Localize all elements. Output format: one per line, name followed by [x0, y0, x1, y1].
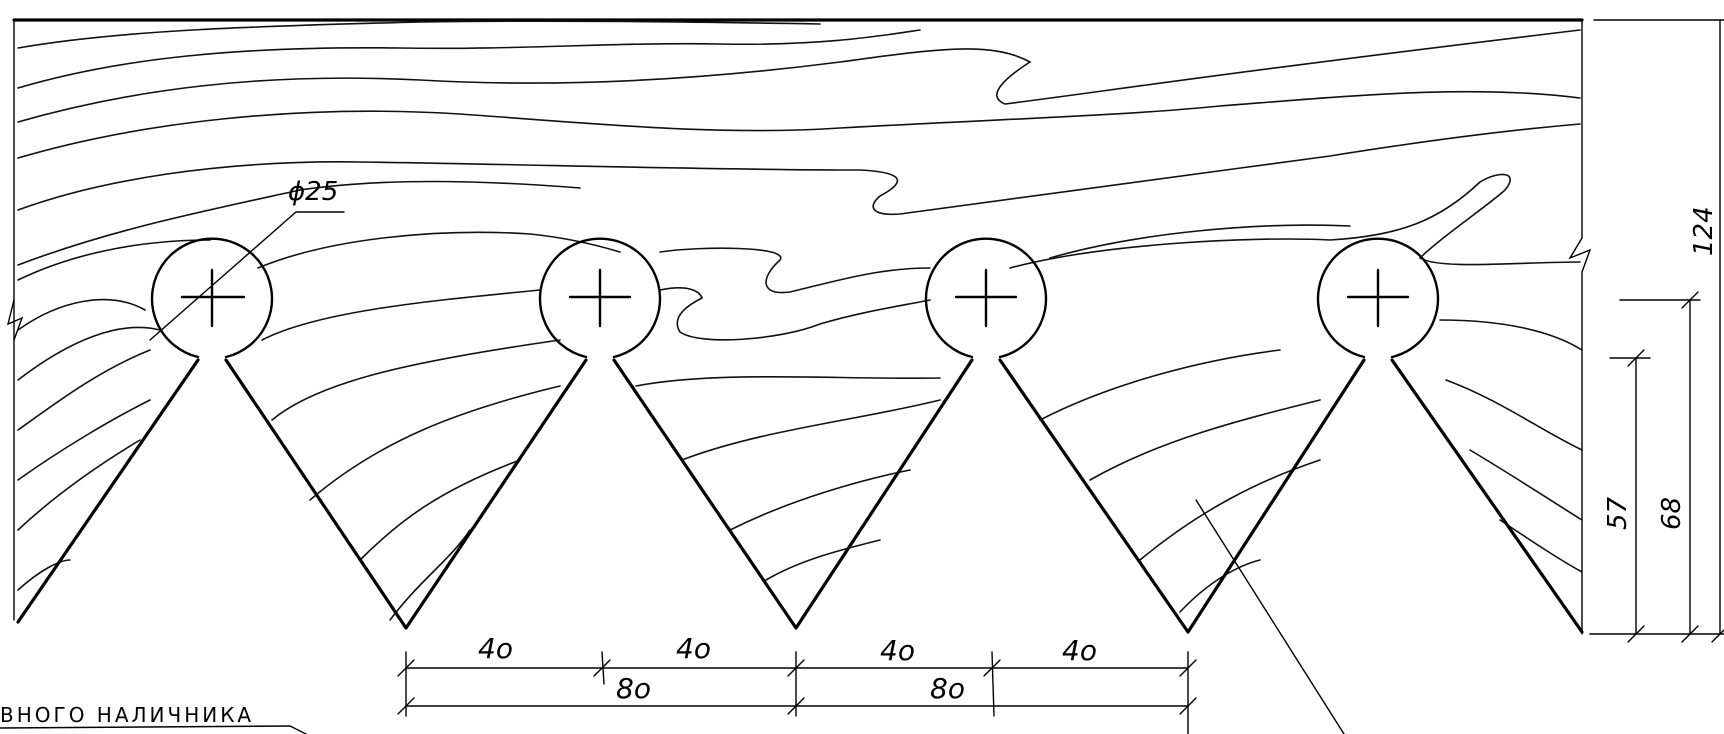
tooth-edge	[224, 358, 588, 630]
hole-2	[538, 237, 662, 359]
caption-block: ВНОГО НАЛИЧНИКА	[0, 703, 307, 734]
tooth-edge	[998, 358, 1366, 634]
grain-line	[261, 289, 541, 341]
hole-circle	[924, 237, 1048, 359]
caption-leader	[289, 725, 307, 734]
grain-line	[1469, 449, 1583, 521]
grain-line	[17, 298, 146, 331]
board-outline	[6, 18, 1592, 635]
dim-tick	[787, 697, 805, 715]
dim-tick	[397, 697, 415, 715]
grain-line	[729, 469, 911, 531]
dim-tick	[787, 659, 805, 677]
grain-line	[17, 349, 151, 431]
dim-tick	[1179, 697, 1197, 715]
hole-4	[1316, 237, 1440, 359]
dim-ext-line	[601, 651, 605, 685]
break-mark-left	[6, 299, 24, 341]
hole-circle	[150, 237, 274, 359]
grain-line	[681, 399, 941, 461]
dim-tick	[1681, 291, 1699, 309]
grain-line	[1049, 224, 1351, 259]
grain-line	[1009, 173, 1581, 269]
vertical-dimensions: 57 68 124	[1589, 19, 1724, 643]
dim-label-80: 8o	[616, 672, 651, 705]
grain-line	[299, 180, 581, 191]
grain-line	[17, 189, 301, 266]
dim-tick	[1627, 349, 1645, 367]
dim-label-80: 8o	[930, 672, 965, 705]
wood-grain	[17, 20, 1583, 621]
dim-label-40: 4o	[478, 632, 513, 665]
grain-line	[765, 539, 881, 581]
dim-tick	[983, 659, 1001, 677]
tooth-edge	[612, 358, 974, 630]
grain-line	[1439, 319, 1583, 351]
dim-tick	[1711, 629, 1724, 643]
dim-label-68: 68	[1657, 497, 1687, 530]
tooth-edge	[1390, 358, 1584, 634]
grain-line	[1139, 459, 1321, 561]
grain-line	[17, 90, 1581, 159]
tooth-cuts	[16, 358, 1584, 634]
grain-line	[1499, 519, 1583, 573]
hole-3	[924, 237, 1048, 359]
dim-tick	[397, 659, 415, 677]
hole-1	[150, 237, 274, 359]
grain-line	[17, 326, 161, 381]
tooth-edge	[16, 358, 200, 624]
dim-label-124: 124	[1689, 206, 1719, 256]
grain-line	[17, 239, 211, 281]
grain-line	[1179, 559, 1261, 613]
dim-label-57: 57	[1603, 496, 1633, 530]
grain-line	[17, 399, 151, 481]
diameter-callout: ϕ25	[149, 177, 345, 341]
grain-line	[257, 231, 621, 269]
caption-text: ВНОГО НАЛИЧНИКА	[0, 703, 254, 727]
hole-circle	[1316, 237, 1440, 359]
dim-label-40: 4o	[880, 634, 915, 667]
holes	[150, 237, 1440, 359]
grain-line	[1039, 349, 1281, 421]
grain-line	[389, 529, 471, 621]
grain-line	[17, 439, 141, 531]
grain-line	[635, 375, 941, 387]
grain-line	[17, 29, 1581, 123]
caption-underline	[0, 725, 291, 729]
section-leader-line	[1195, 499, 1345, 734]
hole-circle	[538, 237, 662, 359]
grain-line	[271, 339, 561, 421]
dim-tick	[1627, 625, 1645, 643]
horizontal-dimensions: 4o 4o 4o 4o 8o 8o	[397, 632, 1197, 734]
dim-ext-line	[991, 651, 995, 717]
dim-label-40: 4o	[1062, 634, 1097, 667]
grain-line	[17, 20, 821, 49]
grain-line	[309, 385, 561, 501]
grain-line	[359, 459, 521, 561]
grain-line	[17, 123, 1581, 216]
dim-label-40: 4o	[676, 632, 711, 665]
grain-line	[17, 559, 71, 591]
dim-tick	[593, 659, 611, 677]
grain-line	[1089, 399, 1321, 481]
diameter-label: ϕ25	[288, 177, 338, 207]
grain-line	[1445, 379, 1583, 451]
grain-line	[17, 29, 921, 89]
grain-line	[659, 287, 931, 341]
dim-tick	[1681, 625, 1699, 643]
diameter-leader-line	[149, 211, 297, 341]
board-right-edge	[1568, 19, 1592, 635]
dim-tick	[1179, 659, 1197, 677]
grain-line	[659, 247, 931, 294]
